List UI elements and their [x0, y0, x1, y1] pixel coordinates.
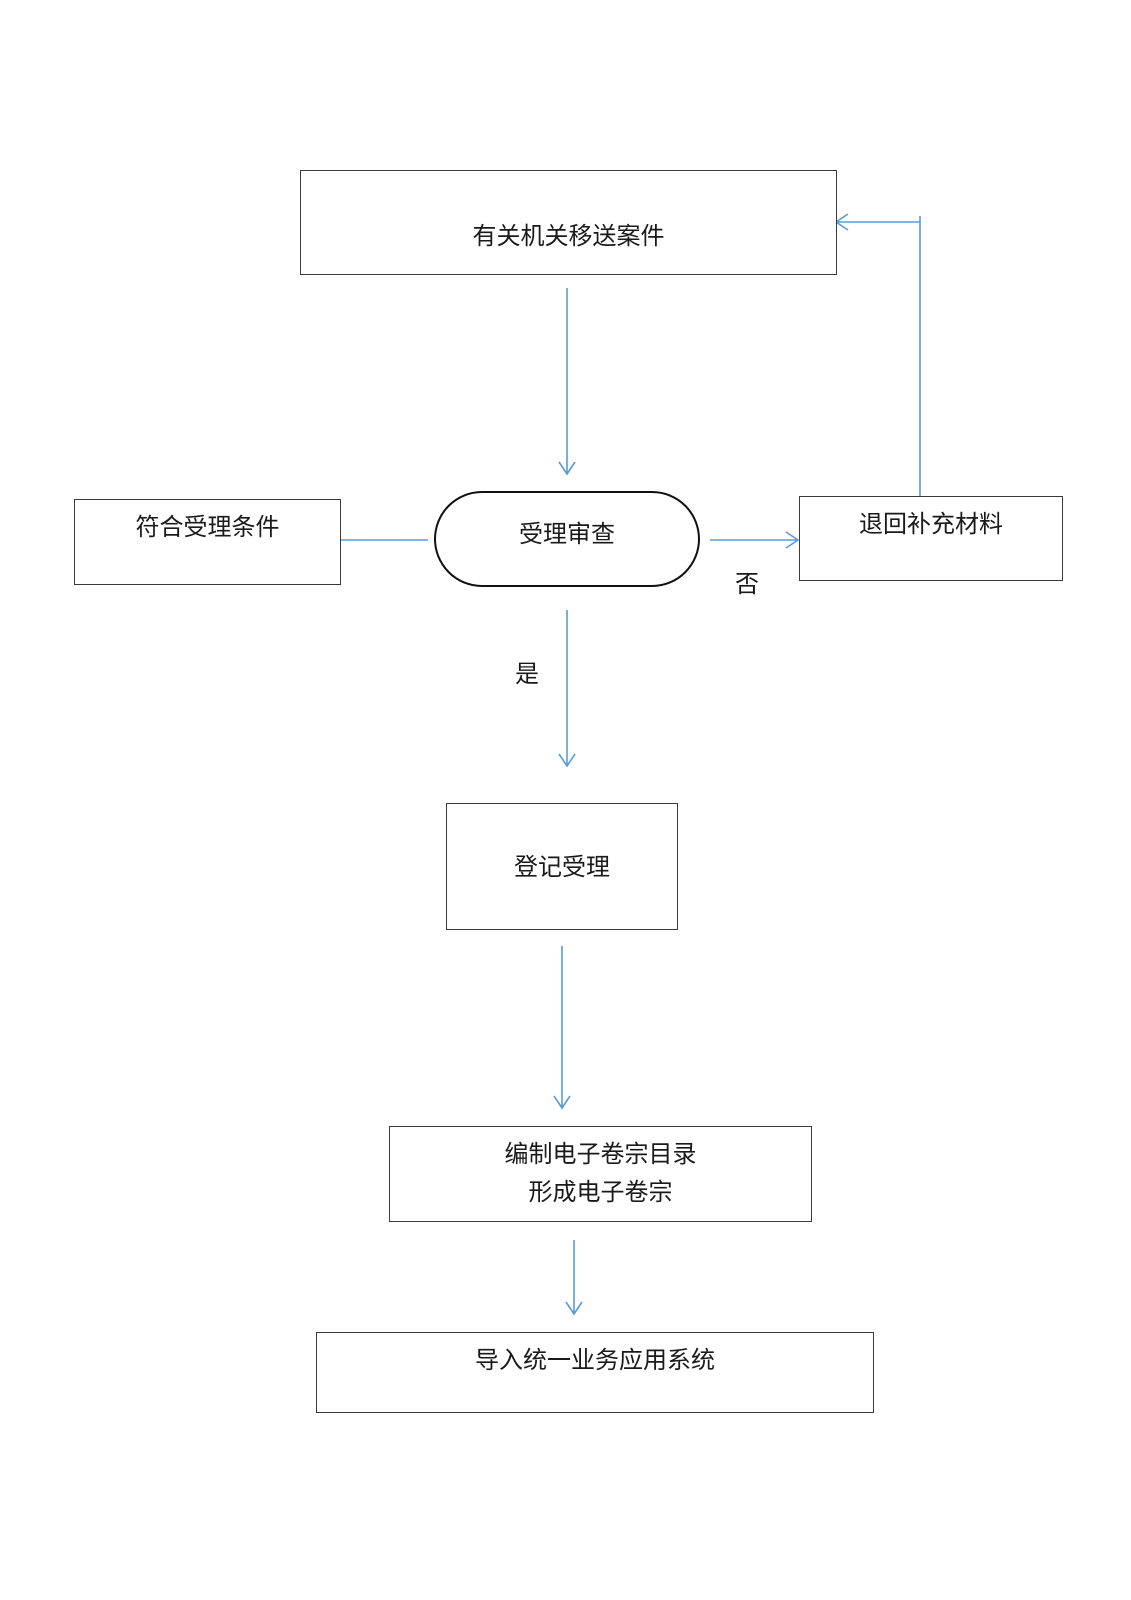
- node-return-materials-text: 退回补充材料: [859, 510, 1003, 538]
- node-register-acceptance: 登记受理: [446, 803, 678, 930]
- node-meets-criteria: 符合受理条件: [74, 499, 341, 585]
- node-compile-e-dossier: 编制电子卷宗目录 形成电子卷宗: [389, 1126, 812, 1222]
- node-transfer-case-text: 有关机关移送案件: [472, 222, 665, 250]
- node-transfer-case: 有关机关移送案件: [300, 170, 837, 275]
- edge-label-yes: 是: [515, 660, 539, 688]
- arrow-return-to-source: [834, 213, 921, 496]
- arrow-compile-to-import: [565, 1240, 583, 1316]
- arrow-review-to-return: [710, 531, 800, 549]
- node-import-system-text: 导入统一业务应用系统: [475, 1346, 715, 1374]
- arrow-register-to-compile: [553, 946, 571, 1110]
- node-acceptance-review-text: 受理审查: [519, 520, 615, 548]
- node-acceptance-review: 受理审查: [434, 491, 700, 587]
- edge-label-no: 否: [735, 570, 759, 598]
- node-return-materials: 退回补充材料: [799, 496, 1063, 581]
- node-meets-criteria-text: 符合受理条件: [135, 513, 280, 541]
- node-compile-e-dossier-line2: 形成电子卷宗: [528, 1178, 673, 1206]
- node-import-system: 导入统一业务应用系统: [316, 1332, 874, 1413]
- arrow-source-to-review: [558, 288, 576, 476]
- node-compile-e-dossier-line1: 编制电子卷宗目录: [504, 1140, 697, 1168]
- node-register-acceptance-text: 登记受理: [514, 853, 610, 881]
- arrow-review-to-register: [558, 610, 576, 768]
